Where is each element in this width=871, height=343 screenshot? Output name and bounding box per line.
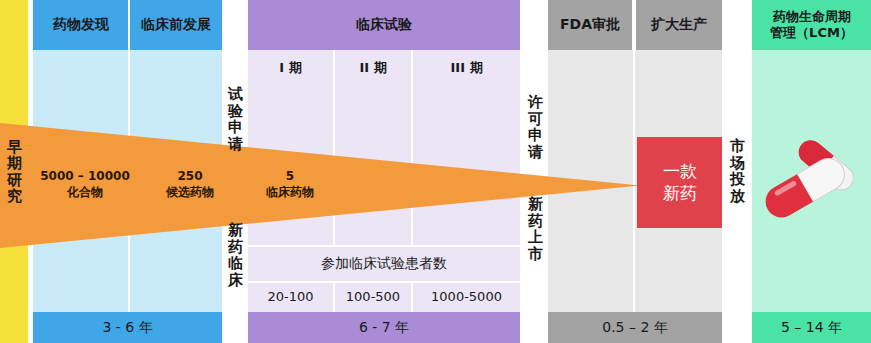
node-label: 一款 新药 — [660, 161, 700, 204]
node-label: III 期 — [450, 60, 482, 76]
phase-header: 临床前发展 — [130, 0, 222, 50]
milestone-label: 新药上市 — [528, 196, 543, 262]
duration-bar: 6 - 7 年 — [248, 312, 520, 343]
milestone-label-wrap: 许可申请 — [528, 94, 543, 160]
phase-header: 药物发现 — [33, 0, 128, 50]
node-label: 5 – 14 年 — [781, 319, 842, 337]
milestone-label: 许可申请 — [528, 94, 543, 160]
phase-header: 药物生命周期 管理（LCM） — [752, 0, 871, 50]
phase-header: 临床试验 — [248, 0, 520, 50]
node-label: 药物生命周期 管理（LCM） — [764, 9, 860, 42]
funnel-count: 250 候选药物 — [161, 169, 219, 200]
milestone-label: 试验申请 — [228, 86, 243, 152]
lcm-ground — [752, 50, 871, 312]
milestone-label-wrap: 试验申请 — [228, 86, 243, 152]
node-label: 3 - 6 年 — [102, 319, 152, 337]
node-label: 参加临床试验患者数 — [321, 255, 447, 273]
node-label: 100-500 — [346, 289, 400, 305]
node-label: 扩大生产 — [651, 16, 707, 34]
phase-header: FDA审批 — [548, 0, 632, 50]
milestone-label-wrap: 新药上市 — [528, 196, 543, 262]
funnel-count: 5 临床药物 — [261, 169, 319, 200]
node-label: 20-100 — [267, 289, 313, 305]
trial-phase-column: III 期 — [413, 50, 520, 245]
trial-phase-column: II 期 — [335, 50, 411, 245]
duration-bar: 0.5 – 2 年 — [548, 312, 722, 343]
discovery-ground — [33, 50, 222, 312]
milestone-label-wrap: 新药临床 — [228, 222, 243, 288]
milestone-label: 市场投放 — [730, 138, 745, 204]
milestone-label-wrap: 市场投放 — [730, 138, 745, 204]
milestone-label: 新药临床 — [228, 222, 243, 288]
node-label: II 期 — [359, 60, 386, 76]
patient-count-cell: 20-100 — [248, 283, 333, 312]
funnel-text-slot: 250 候选药物 — [161, 169, 219, 200]
node-label: 临床前发展 — [141, 16, 211, 34]
phase-header: 扩大生产 — [636, 0, 722, 50]
attrition-funnel: 5000 – 10000 化合物 250 候选药物 5 临床药物 — [0, 123, 640, 248]
capsule — [760, 153, 850, 224]
node-label: I 期 — [279, 60, 301, 76]
patient-count-cell: 100-500 — [335, 283, 411, 312]
column-divider — [633, 50, 635, 312]
node-label: 6 - 7 年 — [359, 319, 409, 337]
node-label: 药物发现 — [53, 16, 109, 34]
duration-bar: 5 – 14 年 — [752, 312, 871, 343]
funnel-text-slot: 5000 – 10000 化合物 — [40, 169, 130, 200]
patient-count-cell: 1000-5000 — [413, 283, 520, 312]
funnel-count: 5000 – 10000 化合物 — [40, 169, 130, 200]
duration-bar: 3 - 6 年 — [33, 312, 222, 343]
new-drug-box: 一款 新药 — [637, 137, 722, 228]
node-label: 1000-5000 — [431, 289, 502, 305]
funnel-text-slot: 5 临床药物 — [261, 169, 319, 200]
node-label: 临床试验 — [356, 16, 412, 34]
node-label: 0.5 – 2 年 — [602, 319, 668, 337]
patient-count-header: 参加临床试验患者数 — [248, 247, 520, 281]
node-label: FDA审批 — [560, 16, 620, 34]
vertical-label: 早期研究 — [7, 139, 22, 205]
